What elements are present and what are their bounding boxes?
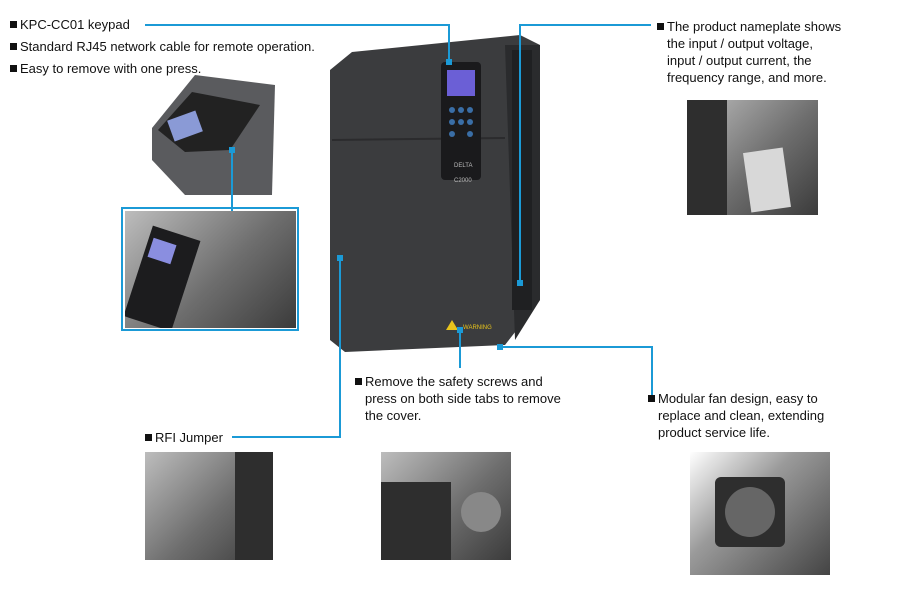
callout-text: The product nameplate shows <box>667 19 842 34</box>
callout-text: Modular fan design, easy to <box>658 391 818 406</box>
callout-text: press on both side tabs to remove <box>365 391 561 406</box>
warning-label: WARNING <box>463 325 492 331</box>
nameplate-callout: The product nameplate shows the input / … <box>657 18 841 86</box>
rfi-jumper-photo <box>145 452 273 560</box>
ac-drive-body: DELTA C2000 WARNING <box>330 35 540 352</box>
nameplate-photo <box>687 100 818 215</box>
callout-text: KPC-CC01 keypad <box>20 17 130 32</box>
leader-lines <box>121 24 653 438</box>
cover-callout: Remove the safety screws and press on bo… <box>355 373 561 424</box>
callout-text: RFI Jumper <box>155 430 223 445</box>
keypad-photo <box>152 75 275 195</box>
cover-removal-photo <box>381 452 511 560</box>
callout-text: frequency range, and more. <box>667 70 827 85</box>
callout-text: Remove the safety screws and <box>365 374 543 389</box>
callout-text: replace and clean, extending <box>658 408 825 423</box>
callout-text: Standard RJ45 network cable for remote o… <box>20 39 315 54</box>
model-logo: C2000 <box>454 178 472 184</box>
rfi-callout: RFI Jumper <box>145 429 223 446</box>
callout-text: Easy to remove with one press. <box>20 61 202 76</box>
callout-text: the input / output voltage, <box>667 36 813 51</box>
callout-text: product service life. <box>658 425 770 440</box>
callout-text: input / output current, the <box>667 53 812 68</box>
callout-text: the cover. <box>365 408 422 423</box>
warning-triangle-icon <box>446 320 458 330</box>
keypad-callout: KPC-CC01 keypad Standard RJ45 network ca… <box>10 16 315 77</box>
fan-module-photo <box>690 452 830 575</box>
remote-keypad-photo <box>125 211 296 328</box>
fan-callout: Modular fan design, easy to replace and … <box>648 390 824 441</box>
brand-logo: DELTA <box>454 163 472 169</box>
